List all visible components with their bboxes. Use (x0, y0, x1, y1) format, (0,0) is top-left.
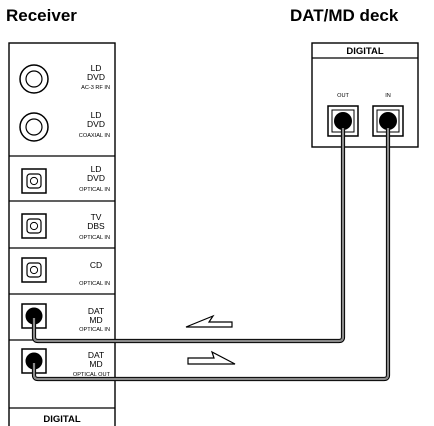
jack-cd-optical-in: CD OPTICAL IN (21, 257, 110, 287)
jack-coaxial-in: LD DVD COAXIAL IN (19, 110, 110, 142)
jack-label-line: MD (89, 315, 102, 325)
jack-label-line: DVD (87, 173, 105, 183)
receiver-panel: DIGITAL LD DVD AC-3 RF IN LD DVD COAXIAL… (8, 42, 116, 426)
deck-title: DAT/MD deck (290, 6, 399, 25)
jack-label-line: DBS (87, 221, 105, 231)
jack-label-line: LD (91, 63, 102, 73)
arrow-left-icon (185, 314, 233, 328)
coaxial-jack-inner-icon (25, 70, 43, 88)
cable-out-to-in (32, 128, 345, 343)
jack-label-line: DVD (87, 119, 105, 129)
jack-sub-label: OPTICAL OUT (73, 372, 111, 378)
jack-label-line: LD (91, 164, 102, 174)
jack-sub-label: OPTICAL IN (79, 235, 110, 241)
optical-jack-core-icon (29, 221, 39, 231)
optical-plug-icon (25, 352, 43, 370)
jack-sub-label: OPTICAL IN (79, 187, 110, 193)
jack-label-line: DVD (87, 72, 105, 82)
jack-label-line: TV (91, 212, 102, 222)
jack-label-line: MD (89, 359, 102, 369)
jack-tv-dbs-optical-in: TV DBS OPTICAL IN (21, 212, 110, 241)
jack-label-line: DAT (88, 350, 104, 360)
jack-ld-dvd-optical-in: LD DVD OPTICAL IN (21, 164, 110, 194)
optical-plug-icon (379, 112, 397, 130)
optical-plug-icon (25, 307, 43, 325)
jack-sub-label: AC-3 RF IN (81, 85, 110, 91)
receiver-title: Receiver (6, 6, 77, 25)
deck-digital-label: DIGITAL (346, 46, 383, 57)
jack-label-line: DAT (88, 306, 104, 316)
optical-plug-icon (334, 112, 352, 130)
optical-jack-core-icon (29, 176, 39, 186)
cable-out-to-deck-in (32, 128, 390, 381)
jack-ac3-rf-in: LD DVD AC-3 RF IN (19, 63, 110, 94)
jack-sub-label: OPTICAL IN (79, 327, 110, 333)
jack-label-line: LD (91, 110, 102, 120)
jack-dat-md-optical-out: DAT MD OPTICAL OUT (21, 348, 111, 378)
cables (31, 128, 391, 382)
deck-panel: DIGITAL OUT IN (311, 42, 419, 148)
jack-sub-label: OPTICAL IN (79, 281, 110, 287)
receiver-digital-label: DIGITAL (43, 414, 80, 425)
optical-jack-core-icon (29, 265, 39, 275)
deck-out-label: OUT (337, 93, 349, 99)
jack-sub-label: COAXIAL IN (79, 133, 110, 139)
signal-arrows (185, 314, 236, 365)
arrow-right-icon (187, 350, 236, 365)
jack-label-line: CD (90, 260, 102, 270)
deck-in-label: IN (385, 93, 391, 99)
coaxial-jack-inner-icon (25, 118, 43, 136)
